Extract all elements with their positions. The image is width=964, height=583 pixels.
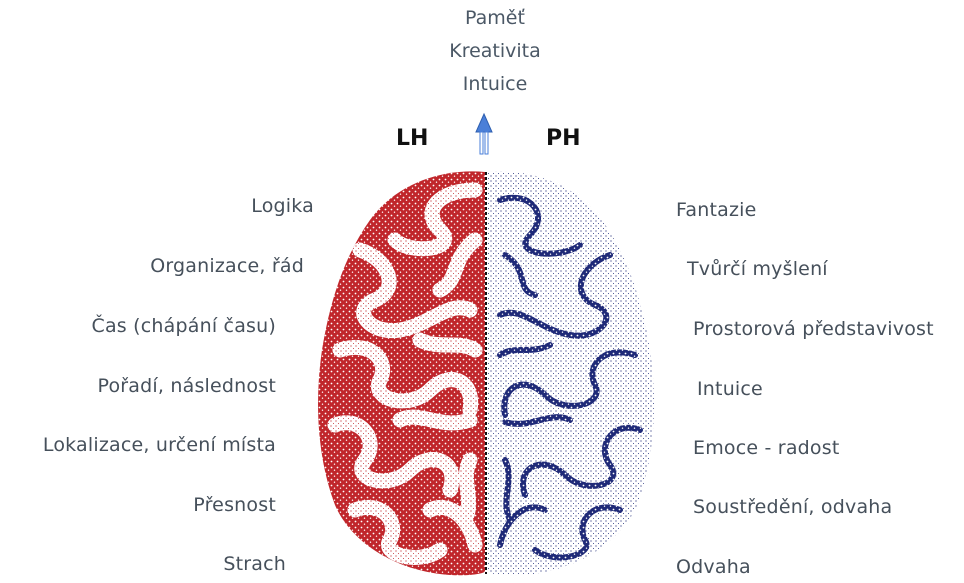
up-arrow-icon xyxy=(472,112,496,156)
right-label-emotion-joy: Emoce - radost xyxy=(693,437,840,459)
right-hemisphere xyxy=(487,171,654,575)
right-label-intuition: Intuice xyxy=(697,378,763,400)
top-label-intuition: Intuice xyxy=(390,73,600,95)
right-hemisphere-title: PH xyxy=(546,126,581,151)
left-hemisphere-title: LH xyxy=(396,126,428,151)
left-hemisphere xyxy=(318,171,485,575)
left-label-sequence: Pořadí, následnost xyxy=(97,375,276,397)
right-label-spatial-imagination: Prostorová představivost xyxy=(693,318,934,340)
left-label-logic: Logika xyxy=(251,195,314,217)
left-label-localization: Lokalizace, určení místa xyxy=(43,434,276,456)
top-label-memory: Paměť xyxy=(390,7,600,29)
left-label-fear: Strach xyxy=(223,553,286,575)
brain-illustration xyxy=(300,160,680,580)
right-label-courage: Odvaha xyxy=(676,556,751,578)
right-label-creative-thinking: Tvůrčí myšlení xyxy=(687,258,828,280)
left-label-time: Čas (chápání času) xyxy=(92,315,277,337)
right-label-focus-courage: Soustředění, odvaha xyxy=(693,496,892,518)
right-label-fantasy: Fantazie xyxy=(676,199,757,221)
left-label-precision: Přesnost xyxy=(193,494,276,516)
top-label-creativity: Kreativita xyxy=(390,40,600,62)
left-label-organization: Organizace, řád xyxy=(150,255,304,277)
